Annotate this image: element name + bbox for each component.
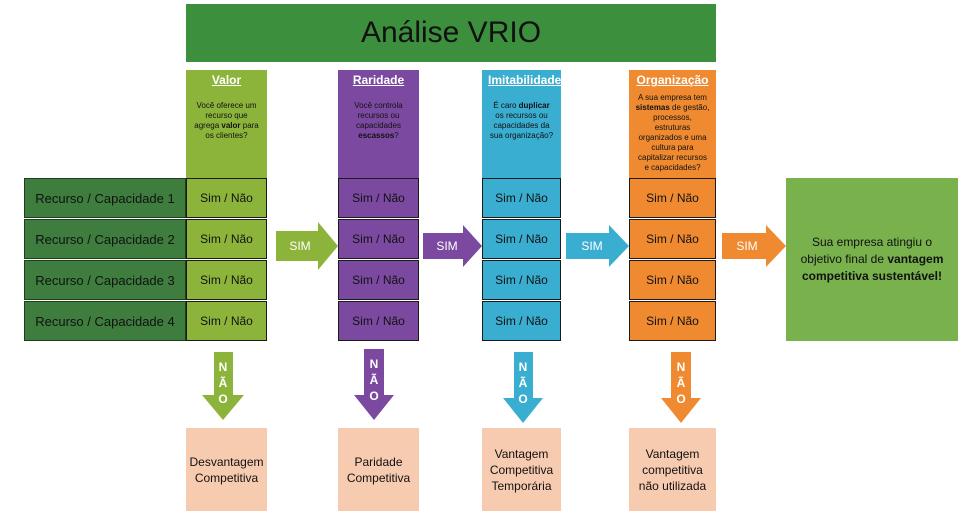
raridade-cell: Sim / Não — [338, 260, 419, 300]
resource-label: Recurso / Capacidade 4 — [24, 301, 186, 341]
column-question: A sua empresa tem sistemas de gestão, pr… — [635, 93, 710, 172]
result-box: Vantagem competitiva não utilizada — [629, 428, 716, 511]
sim-arrow-icon: SIM — [276, 222, 338, 270]
column-question: Você oferece um recurso que agrega valor… — [194, 101, 259, 140]
svg-text:O: O — [518, 392, 527, 406]
raridade-cell: Sim / Não — [338, 301, 419, 341]
diagram-title: Análise VRIO — [186, 4, 716, 62]
column-heading: Valor — [211, 73, 242, 87]
valor-cell: Sim / Não — [186, 301, 267, 341]
organizacao-cell: Sim / Não — [629, 301, 716, 341]
svg-text:Ã: Ã — [219, 375, 228, 390]
svg-text:N: N — [370, 357, 379, 371]
result-box: Paridade Competitiva — [338, 428, 419, 511]
svg-text:O: O — [218, 392, 227, 406]
column-header-organizacao: Organização A sua empresa tem sistemas d… — [629, 70, 716, 178]
column-header-imitabilidade: Imitabilidade É caro duplicar os recurso… — [482, 70, 561, 178]
svg-text:Ã: Ã — [519, 375, 528, 390]
svg-text:N: N — [219, 360, 228, 374]
result-box: Vantagem Competitiva Temporária — [482, 428, 561, 511]
svg-text:Ã: Ã — [370, 372, 379, 387]
sim-arrow-icon: SIM — [566, 225, 629, 267]
valor-cell: Sim / Não — [186, 219, 267, 259]
svg-text:O: O — [369, 389, 378, 403]
nao-arrow-icon: N Ã O — [503, 352, 543, 423]
column-header-valor: Valor Você oferece um recurso que agrega… — [186, 70, 267, 178]
svg-text:N: N — [519, 360, 528, 374]
imitabilidade-cell: Sim / Não — [482, 219, 561, 259]
column-header-raridade: Raridade Você controla recursos ou capac… — [338, 70, 419, 178]
column-question: É caro duplicar os recursos ou capacidad… — [489, 101, 554, 140]
raridade-cell: Sim / Não — [338, 219, 419, 259]
resource-label: Recurso / Capacidade 2 — [24, 219, 186, 259]
result-box: Desvantagem Competitiva — [186, 428, 267, 511]
column-question: Você controla recursos ou capacidades es… — [354, 101, 403, 140]
sim-arrow-icon: SIM — [423, 225, 482, 267]
valor-cell: Sim / Não — [186, 260, 267, 300]
nao-arrow-icon: N Ã O — [661, 352, 701, 423]
column-heading: Imitabilidade — [488, 73, 562, 87]
svg-text:O: O — [676, 392, 685, 406]
nao-arrow-icon: N Ã O — [354, 349, 394, 420]
imitabilidade-cell: Sim / Não — [482, 260, 561, 300]
svg-text:Ã: Ã — [677, 375, 686, 390]
nao-arrow-icon: N Ã O — [202, 352, 244, 420]
organizacao-cell: Sim / Não — [629, 178, 716, 218]
organizacao-cell: Sim / Não — [629, 219, 716, 259]
svg-text:SIM: SIM — [436, 239, 457, 253]
organizacao-cell: Sim / Não — [629, 260, 716, 300]
imitabilidade-cell: Sim / Não — [482, 301, 561, 341]
svg-text:SIM: SIM — [581, 239, 602, 253]
resource-label: Recurso / Capacidade 1 — [24, 178, 186, 218]
svg-text:SIM: SIM — [289, 239, 310, 253]
valor-cell: Sim / Não — [186, 178, 267, 218]
sim-arrow-icon: SIM — [722, 225, 786, 267]
final-outcome-box: Sua empresa atingiu o objetivo final de … — [786, 178, 958, 341]
column-heading: Raridade — [352, 73, 405, 87]
imitabilidade-cell: Sim / Não — [482, 178, 561, 218]
resource-label: Recurso / Capacidade 3 — [24, 260, 186, 300]
raridade-cell: Sim / Não — [338, 178, 419, 218]
svg-text:SIM: SIM — [736, 239, 757, 253]
svg-text:N: N — [677, 360, 686, 374]
column-heading: Organização — [636, 73, 709, 87]
